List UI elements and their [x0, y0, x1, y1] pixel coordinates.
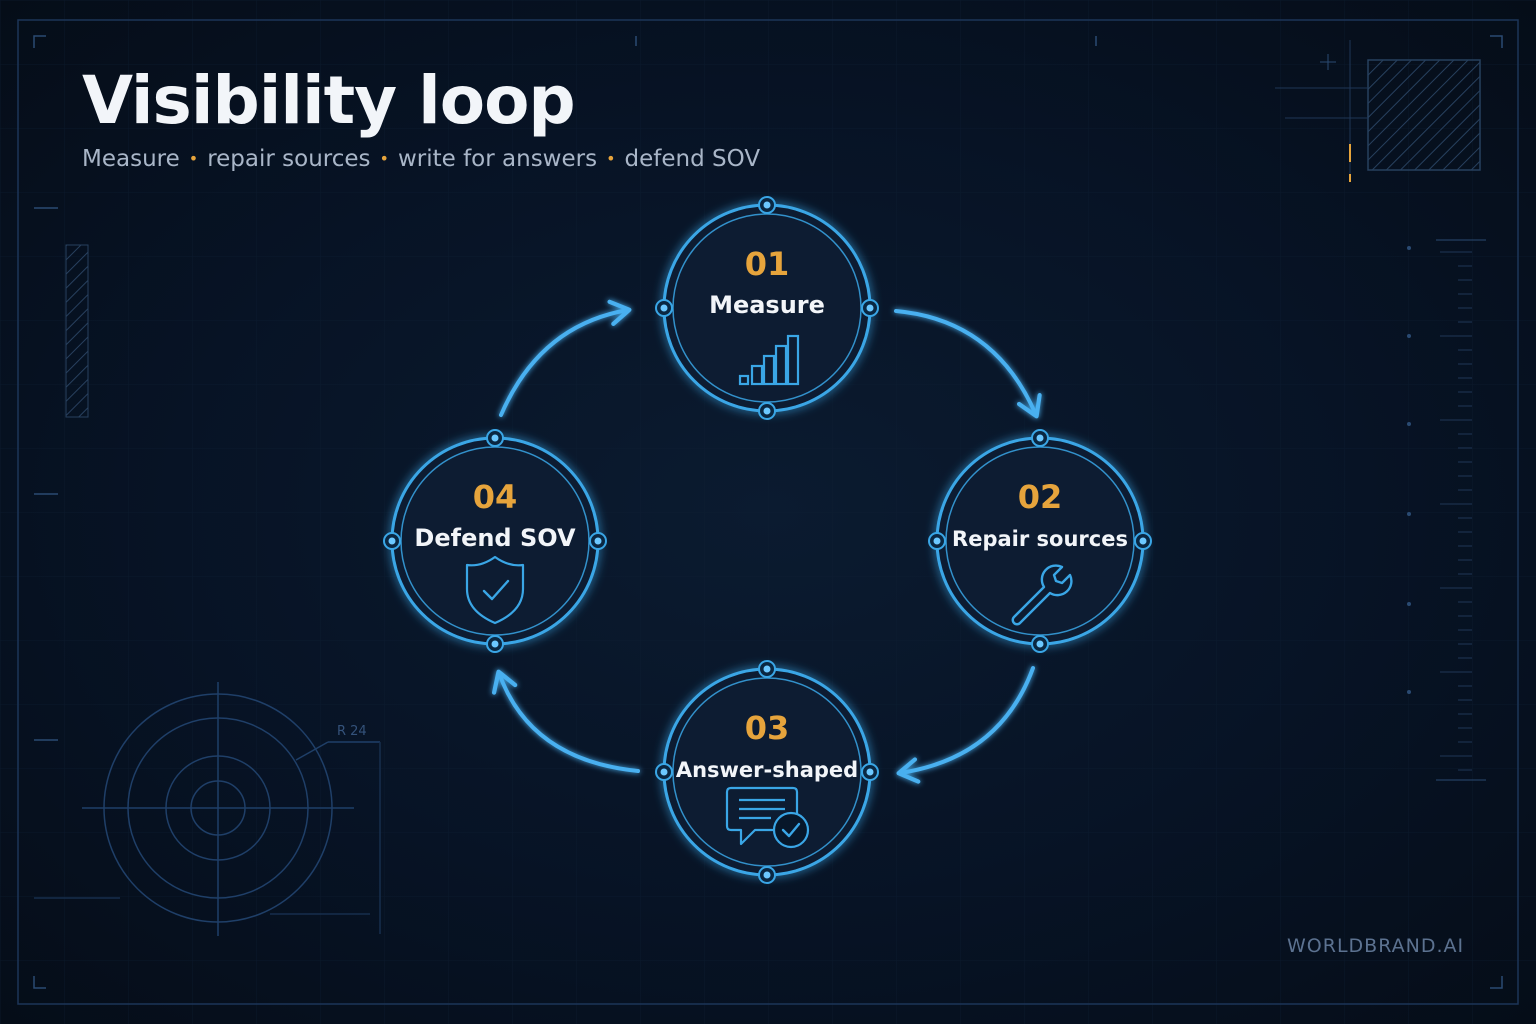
step-label: Answer-shaped — [676, 758, 858, 782]
outer-frame — [17, 19, 1519, 1005]
brand-wordmark: WORLDBRAND.AI — [1287, 935, 1465, 957]
step-label: Measure — [709, 291, 825, 319]
right-ruler — [1407, 239, 1486, 781]
radius-label: R 24 — [337, 724, 367, 739]
page-subtitle: Measure • repair sources • write for answers… — [82, 146, 760, 172]
arrow-01-to-02 — [894, 309, 1042, 419]
step-number: 01 — [745, 245, 790, 283]
subtitle-step-2: repair sources — [207, 146, 371, 172]
chat-check-icon — [725, 786, 810, 849]
arrow-02-to-03 — [896, 666, 1035, 784]
separator-dot: • — [188, 149, 199, 168]
page-title: Visibility loop — [82, 62, 576, 139]
subtitle-step-4: defend SOV — [624, 146, 761, 172]
step-number: 02 — [1018, 478, 1063, 516]
separator-dot: • — [606, 149, 616, 168]
subtitle-step-3: write for answers — [397, 146, 598, 172]
top-right-schematic — [1275, 40, 1481, 182]
step-number: 04 — [473, 478, 518, 516]
step-number: 03 — [745, 709, 790, 747]
step-label: Repair sources — [952, 527, 1128, 551]
wrench-icon — [1011, 564, 1073, 626]
arrow-03-to-04 — [491, 669, 640, 773]
target-schematic — [34, 682, 381, 936]
cycle-arrows — [491, 299, 1042, 784]
left-hatch-bar — [65, 244, 89, 418]
corner-ticks — [33, 35, 1503, 989]
arrow-04-to-01 — [499, 299, 632, 417]
separator-dot: • — [379, 149, 389, 168]
bar-chart-icon — [738, 334, 800, 386]
step-label: Defend SOV — [414, 524, 576, 552]
shield-check-icon — [465, 555, 525, 625]
subtitle-step-1: Measure — [82, 146, 180, 172]
